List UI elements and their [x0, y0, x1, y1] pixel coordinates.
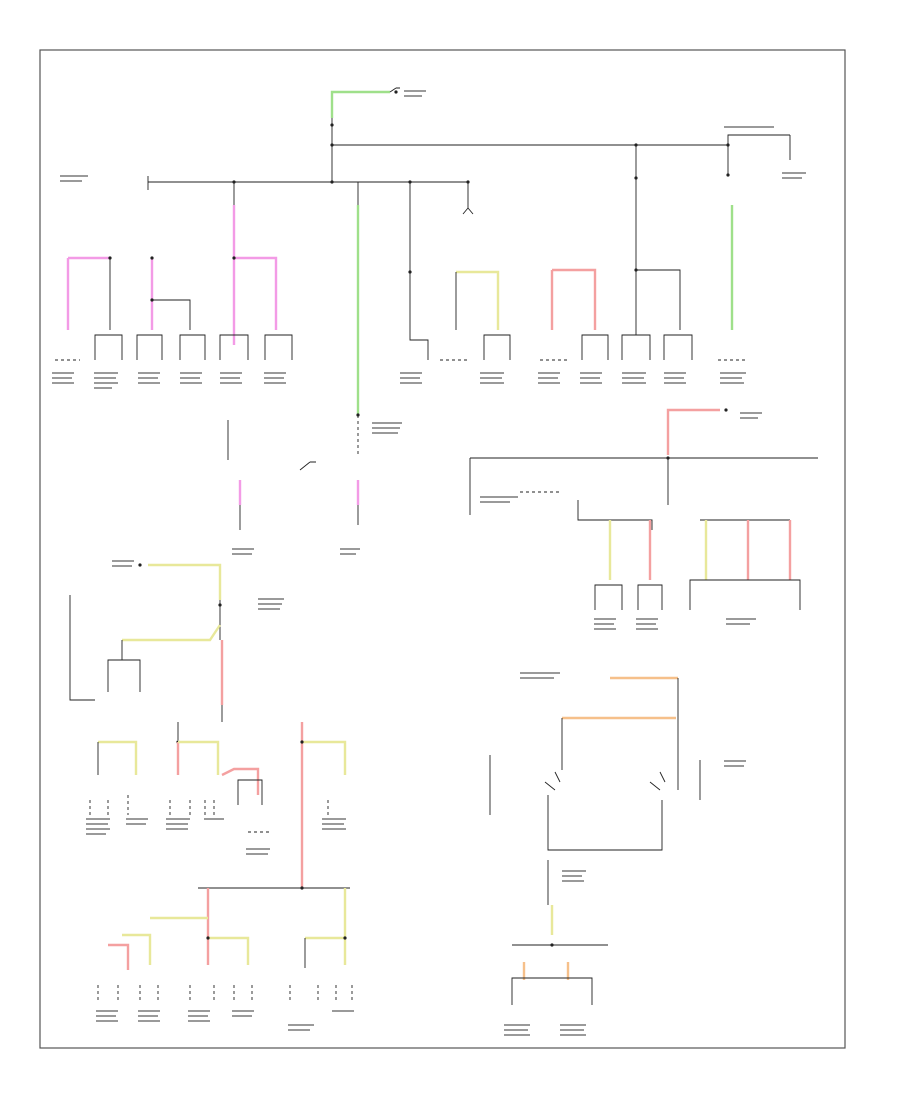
right-mid-bus	[469, 408, 818, 610]
mid-branches	[408, 208, 511, 361]
center-green-drop	[227, 205, 360, 530]
diagram-frame	[39, 49, 846, 1049]
left-lower-branches	[89, 722, 347, 888]
main-bus	[147, 176, 474, 215]
left-upper-branches	[55, 205, 293, 361]
right-lower-switch	[489, 676, 701, 1005]
right-upper-branches	[540, 180, 748, 361]
top-feed	[330, 87, 791, 182]
component-label-marks	[52, 90, 806, 1036]
left-middle-section	[69, 563, 224, 722]
bottom-left-bus	[97, 886, 353, 1000]
